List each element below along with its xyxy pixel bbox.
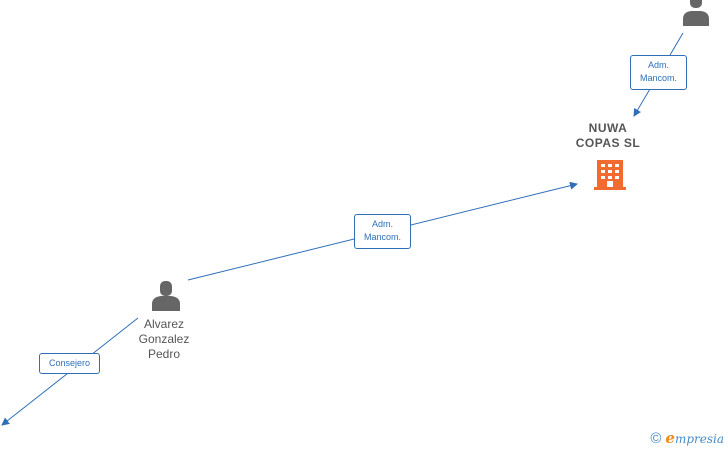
- brand-initial: e: [665, 429, 675, 447]
- empresia-logo: empresia: [665, 429, 724, 447]
- edge-label-line1: Consejero: [48, 358, 91, 368]
- edge-label-line1: Adm.: [647, 60, 669, 70]
- company-node[interactable]: [593, 158, 627, 192]
- company-name-line2: COPAS SL: [575, 136, 641, 150]
- person-name-alvarez: Alvarez Gonzalez Pedro: [118, 317, 210, 362]
- edge-label-line2: Mancom.: [639, 73, 677, 83]
- person-name-line1: Alvarez: [143, 317, 184, 331]
- person-icon: [152, 281, 180, 311]
- building-icon: [594, 160, 626, 190]
- edge-label-consejero: Consejero: [39, 353, 100, 374]
- edge-label-adm-mancom-middle: Adm. Mancom.: [354, 214, 411, 249]
- person-node-alvarez[interactable]: [150, 281, 182, 311]
- footer-brand: © empresia: [650, 429, 724, 447]
- person-name-line3: Pedro: [147, 347, 181, 361]
- brand-rest: mpresia: [674, 432, 724, 446]
- company-name: NUWA COPAS SL: [566, 121, 650, 151]
- copyright-icon: ©: [650, 429, 662, 447]
- person-name-line2: Gonzalez: [138, 332, 190, 346]
- edge-label-adm-mancom-top: Adm. Mancom.: [630, 55, 687, 90]
- edge-label-line1: Adm.: [371, 219, 393, 229]
- person-node-top[interactable]: [681, 0, 711, 26]
- person-icon: [683, 0, 709, 26]
- edge-label-line2: Mancom.: [363, 232, 401, 242]
- company-name-line1: NUWA: [588, 121, 628, 135]
